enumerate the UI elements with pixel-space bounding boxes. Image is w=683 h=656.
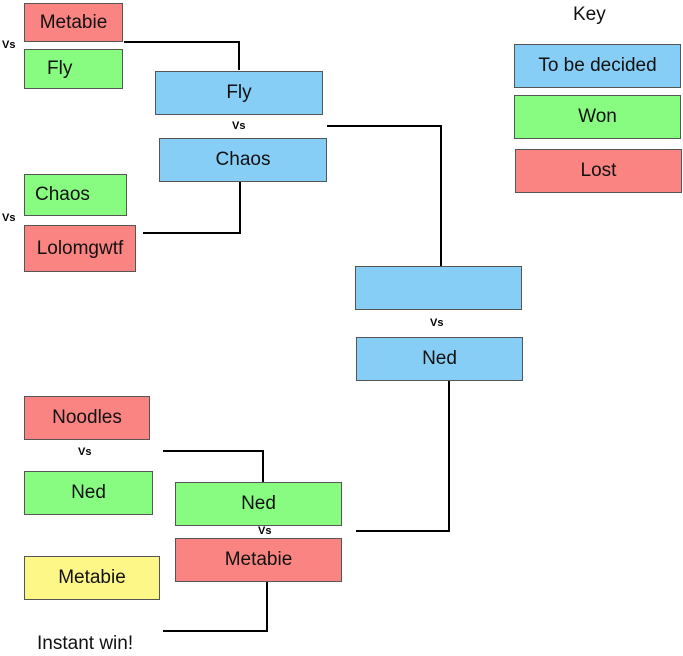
team-label: Ned xyxy=(422,348,457,369)
team-label: Lolomgwtf xyxy=(36,237,124,259)
key-label: To be decided xyxy=(538,55,657,76)
connector-bye xyxy=(163,582,268,632)
key-won-box: Won xyxy=(514,95,681,139)
team-box-fly-round2: Fly xyxy=(155,71,323,115)
team-label: Metabie xyxy=(58,567,126,588)
vs-label: Vs xyxy=(2,39,16,51)
vs-label: Vs xyxy=(2,212,16,224)
key-label: Lost xyxy=(580,160,617,181)
team-box-noodles-round1: Noodles xyxy=(24,396,150,440)
team-label: Metabie xyxy=(224,549,293,570)
team-box-ned-round1: Ned xyxy=(24,471,153,515)
team-box-round3-undecided xyxy=(355,266,522,310)
key-title: Key xyxy=(573,4,606,25)
vs-label: Vs xyxy=(232,120,246,132)
team-box-chaos-round1: Chaos xyxy=(24,174,127,216)
team-label: Chaos xyxy=(215,149,271,170)
team-box-ned-round2: Ned xyxy=(175,482,342,526)
team-box-metabie-round2: Metabie xyxy=(175,538,342,582)
team-box-lolomgwtf-round1: Lolomgwtf xyxy=(24,225,136,272)
team-label: Chaos xyxy=(35,184,90,205)
connector-round2-top xyxy=(327,125,442,267)
vs-label: Vs xyxy=(258,525,272,537)
connector-chaos-lolomgwtf xyxy=(143,182,241,234)
team-box-fly-round1: Fly xyxy=(24,49,123,89)
bye-note: Instant win! xyxy=(37,633,134,654)
team-box-metabie-bye: Metabie xyxy=(24,556,160,600)
team-label: Noodles xyxy=(52,407,122,428)
team-box-metabie-round1: Metabie xyxy=(24,3,123,42)
team-label: Fly xyxy=(47,58,73,79)
team-box-ned-round3: Ned xyxy=(356,337,523,381)
key-tbd-box: To be decided xyxy=(514,44,681,88)
team-label: Ned xyxy=(241,493,276,514)
connector-round2-bottom xyxy=(356,381,450,532)
connector-metabie-fly xyxy=(124,41,240,70)
vs-label: Vs xyxy=(78,446,92,458)
key-lost-box: Lost xyxy=(515,149,682,193)
team-box-chaos-round2: Chaos xyxy=(159,138,327,182)
connector-noodles-ned xyxy=(163,450,264,482)
vs-label: Vs xyxy=(430,317,444,329)
team-label: Ned xyxy=(71,482,106,503)
team-label: Fly xyxy=(226,82,252,103)
key-label: Won xyxy=(578,106,617,127)
team-label: Metabie xyxy=(39,11,108,33)
